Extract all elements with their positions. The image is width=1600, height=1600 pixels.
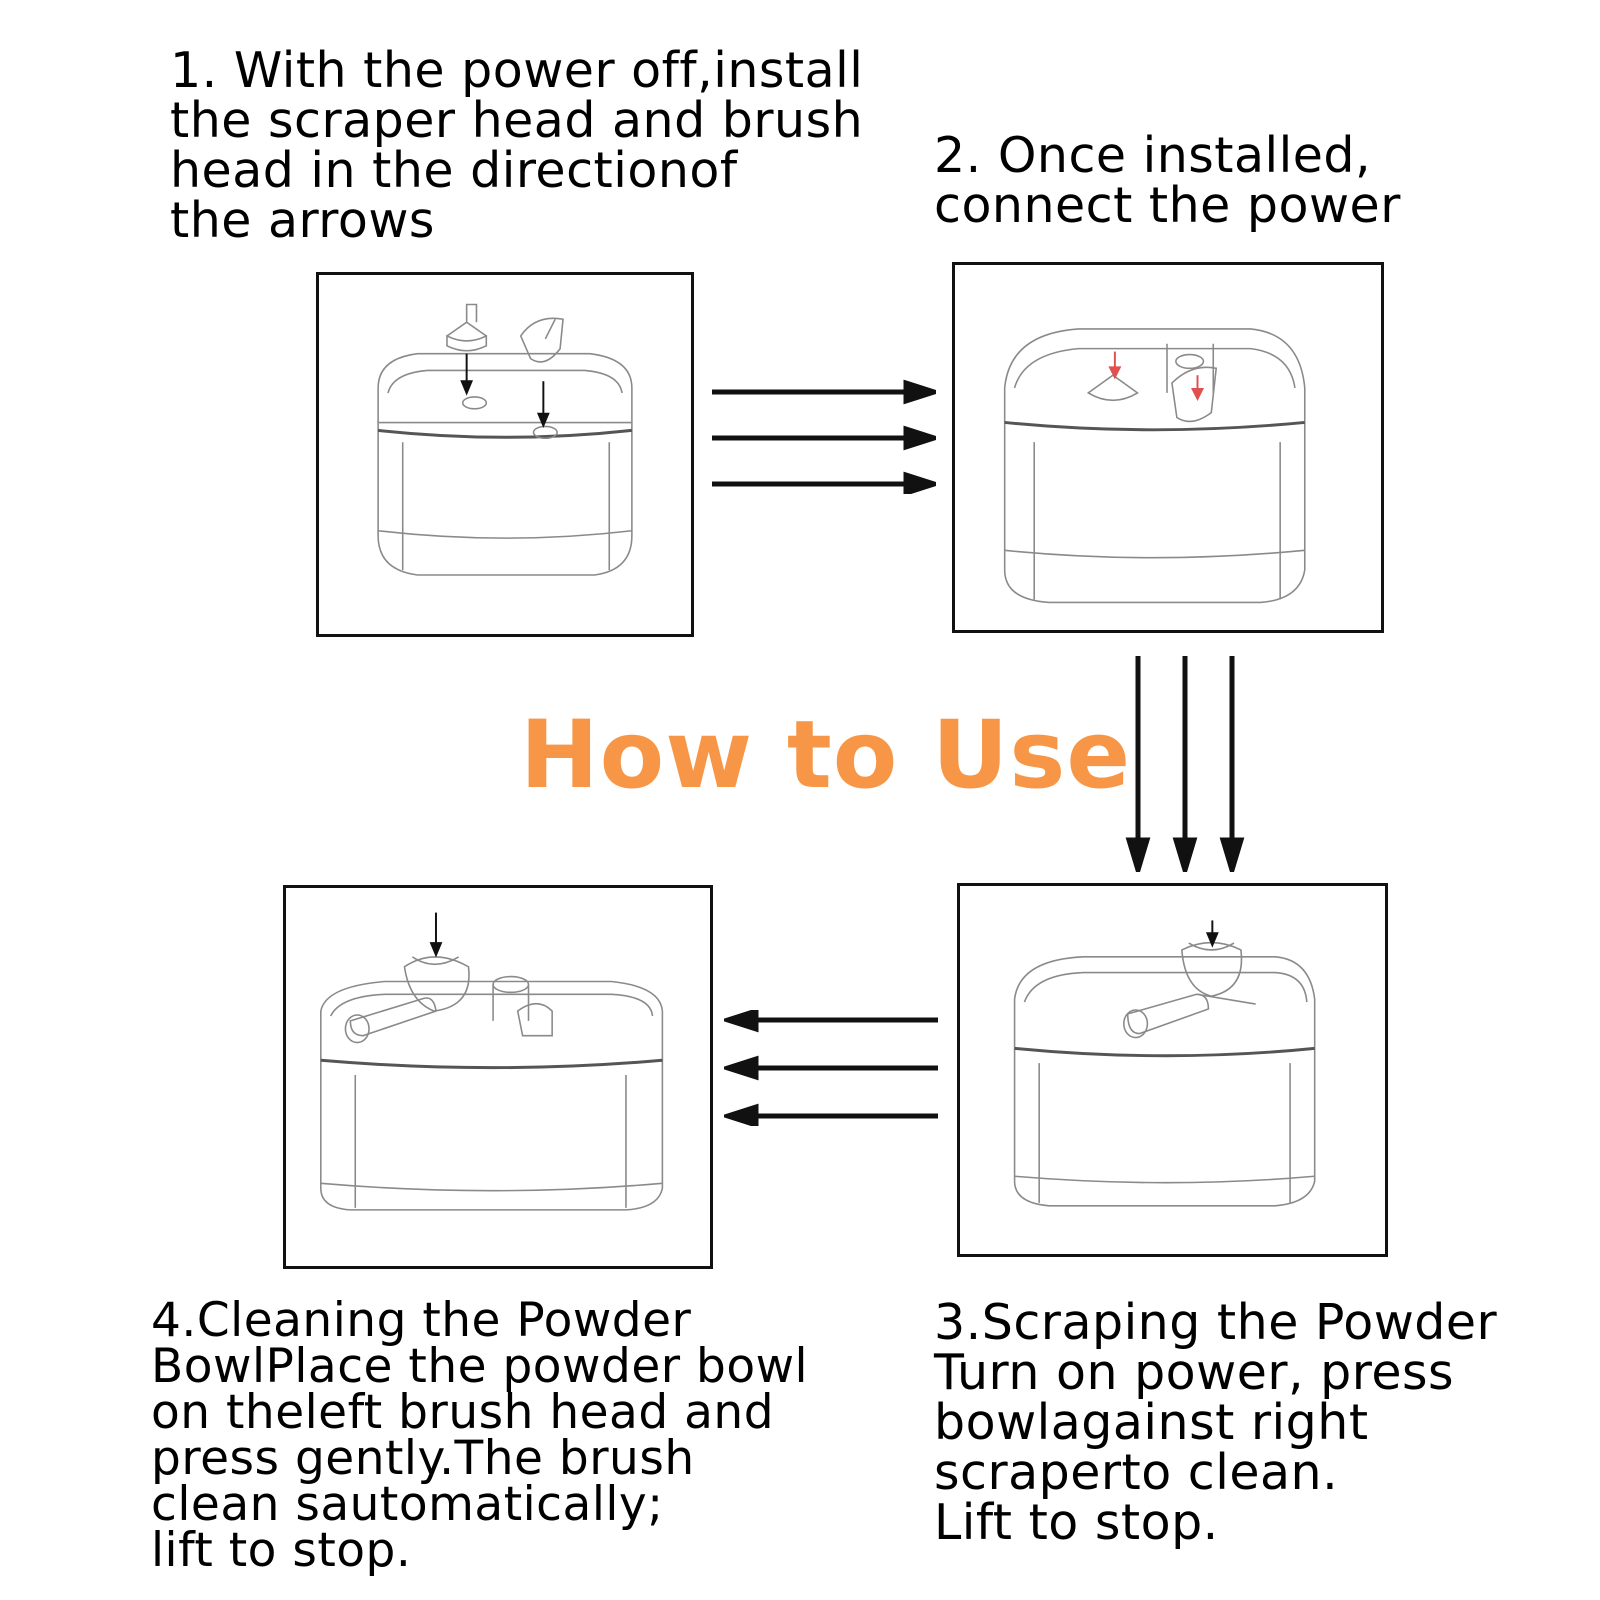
step-2-illustration [952,262,1384,633]
device-sketch-2 [1003,328,1306,604]
device-sketch-3 [1013,920,1316,1207]
step-3-instruction: 3.Scraping the Powder Turn on power, pre… [934,1294,1498,1551]
step-4-illustration [283,885,713,1269]
page-title: How to Use [520,701,1132,810]
step-3-illustration [957,883,1388,1257]
step-2-instruction: 2. Once installed, connect the power [934,127,1401,234]
right-arrows [710,378,936,494]
step-1-instruction: 1. With the power off,install the scrape… [170,42,864,249]
device-sketch-4 [320,912,664,1211]
device-sketch-1 [377,303,633,576]
step-4-instruction: 4.Cleaning the Powder BowlPlace the powd… [151,1293,809,1578]
left-arrows [724,1010,940,1126]
step-1-illustration [316,272,694,637]
down-arrows [1122,654,1250,872]
